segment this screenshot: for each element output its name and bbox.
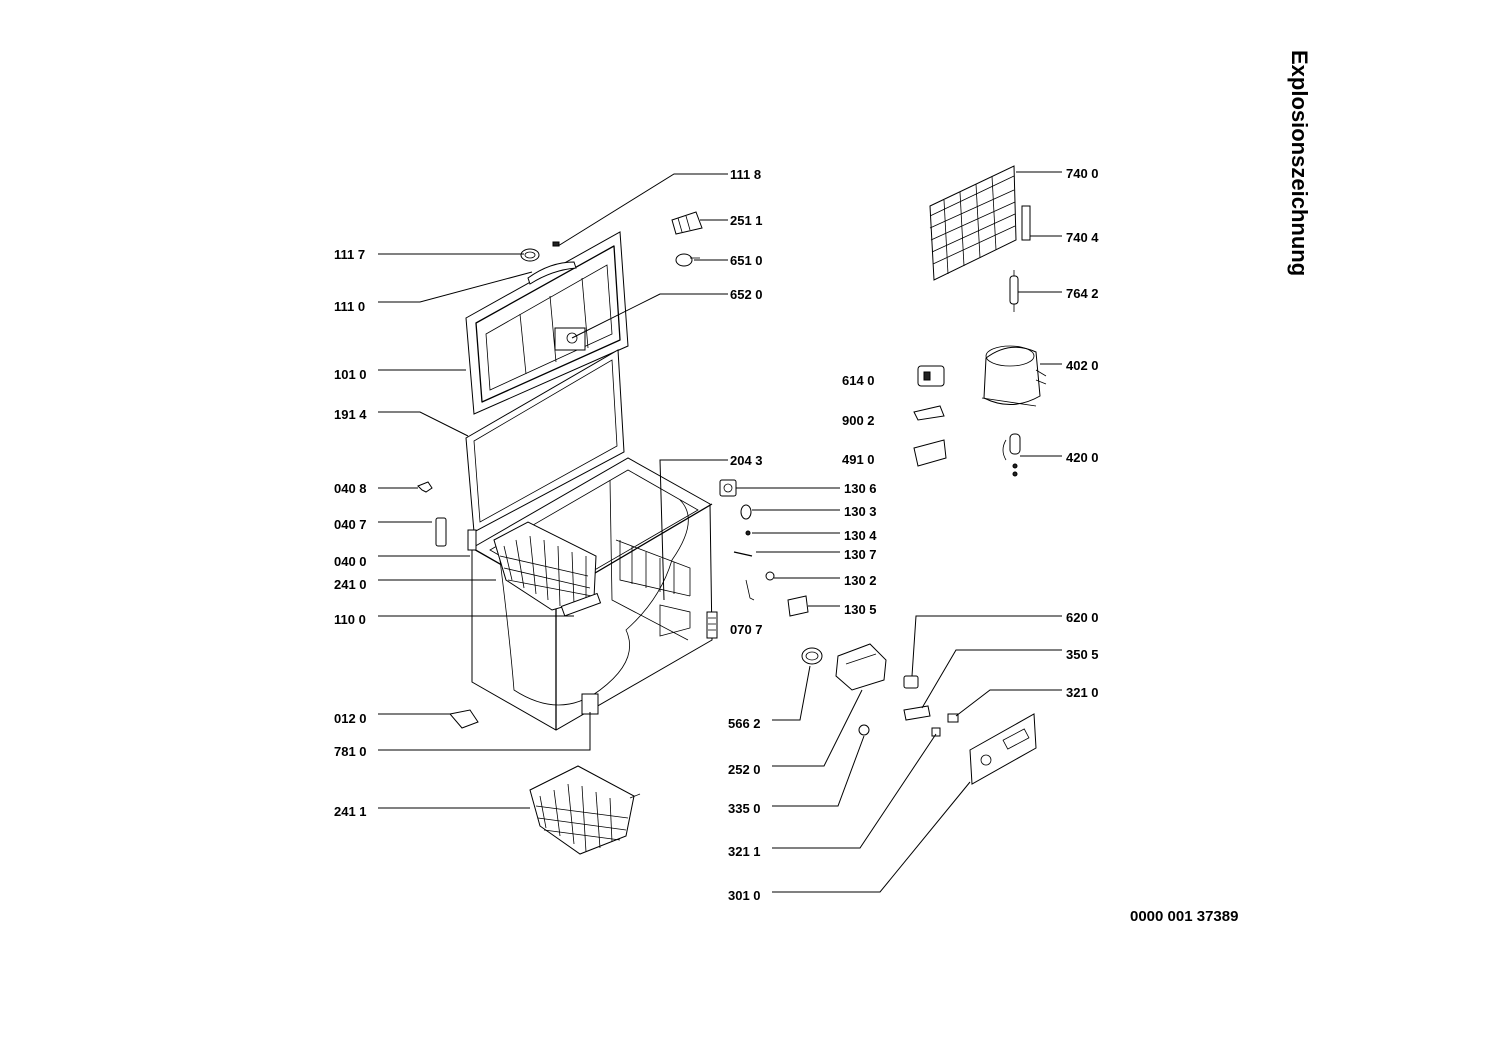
inner-basket-drawing: [493, 521, 602, 617]
electrical-parts-drawing: [913, 365, 1021, 477]
label-040-0: 040 0: [334, 554, 367, 569]
drain-grille-drawing: [706, 611, 718, 639]
label-740-0: 740 0: [1066, 166, 1099, 181]
document-number: 0000 001 37389: [1130, 908, 1239, 925]
label-130-4: 130 4: [844, 528, 877, 543]
label-110-0: 110 0: [334, 612, 366, 627]
left-hardware-drawing: [417, 481, 479, 729]
label-420-0: 420 0: [1066, 450, 1099, 465]
label-130-2: 130 2: [844, 573, 877, 588]
label-402-0: 402 0: [1066, 358, 1099, 373]
label-111-7: 111 7: [334, 247, 365, 262]
label-491-0: 491 0: [842, 452, 875, 467]
label-900-2: 900 2: [842, 413, 875, 428]
label-614-0: 614 0: [842, 373, 875, 388]
label-321-1: 321 1: [728, 844, 761, 859]
label-040-7: 040 7: [334, 517, 367, 532]
lid-handle-drawing: [520, 241, 577, 285]
label-251-1: 251 1: [730, 213, 763, 228]
label-651-0: 651 0: [730, 253, 763, 268]
label-101-0: 101 0: [334, 367, 367, 382]
compressor-drawing: [981, 345, 1047, 407]
label-335-0: 335 0: [728, 801, 761, 816]
label-191-4: 191 4: [334, 407, 367, 422]
label-321-0: 321 0: [1066, 685, 1099, 700]
label-130-7: 130 7: [844, 547, 877, 562]
label-111-8: 111 8: [730, 167, 761, 182]
label-130-3: 130 3: [844, 504, 877, 519]
label-040-8: 040 8: [334, 481, 367, 496]
lid-drawing: [465, 231, 629, 415]
label-764-2: 764 2: [1066, 286, 1099, 301]
part-labels: 111 8 251 1 651 0 652 0 204 3 111 7 111 …: [334, 166, 1099, 903]
label-070-7: 070 7: [730, 622, 763, 637]
label-350-5: 350 5: [1066, 647, 1099, 662]
gasket-drawing: [465, 349, 625, 533]
label-566-2: 566 2: [728, 716, 761, 731]
condenser-drawing: [929, 165, 1017, 281]
condenser-bracket-drawing: [1009, 205, 1031, 312]
thermostat-group-drawing: [801, 643, 959, 737]
label-781-0: 781 0: [334, 744, 367, 759]
lid-accessories-drawing: [671, 211, 703, 267]
label-111-0: 111 0: [334, 299, 365, 314]
label-012-0: 012 0: [334, 711, 367, 726]
label-241-0: 241 0: [334, 577, 367, 592]
label-130-5: 130 5: [844, 602, 877, 617]
label-301-0: 301 0: [728, 888, 761, 903]
hinge-parts-drawing: [719, 479, 809, 617]
label-252-0: 252 0: [728, 762, 761, 777]
label-130-6: 130 6: [844, 481, 877, 496]
label-652-0: 652 0: [730, 287, 763, 302]
label-620-0: 620 0: [1066, 610, 1099, 625]
bottom-basket-drawing: [529, 765, 641, 855]
control-panel-drawing: [969, 713, 1037, 785]
label-740-4: 740 4: [1066, 230, 1099, 245]
leader-lines: [378, 171, 1062, 893]
label-204-3: 204 3: [730, 453, 763, 468]
label-241-1: 241 1: [334, 804, 367, 819]
